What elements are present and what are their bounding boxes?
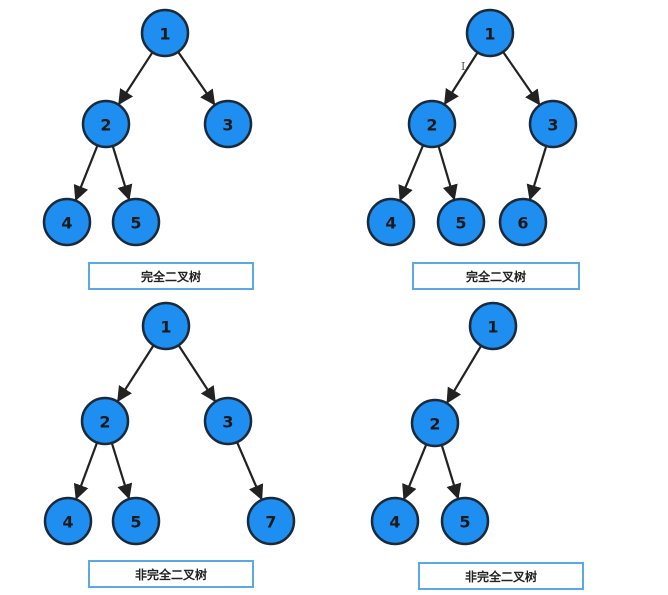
tree-2-node-4: 4 (366, 197, 416, 247)
node-label: 5 (130, 513, 141, 532)
tree-1-node-1: 1 (140, 8, 190, 58)
node-label: 1 (484, 25, 495, 44)
tree-3-edge-n3-n7 (236, 441, 264, 501)
tree-3-edge-n2-n4 (73, 442, 99, 500)
node-label: 2 (429, 415, 440, 434)
tree-1-node-4: 4 (42, 197, 92, 247)
tree-3-caption: 非完全二叉树 (88, 560, 254, 588)
node-circle (140, 8, 190, 58)
text-cursor-icon: I (461, 60, 466, 73)
tree-1-node-5: 5 (111, 197, 161, 247)
tree-2-node-3: 3 (528, 99, 578, 149)
node-circle (528, 99, 578, 149)
tree-4-edge-n1-n2 (446, 345, 483, 404)
node-label: 6 (517, 214, 528, 233)
node-circle (498, 197, 548, 247)
node-circle (42, 197, 92, 247)
tree-2-node-1: 1 (465, 8, 515, 58)
tree-4-caption: 非完全二叉树 (418, 562, 584, 590)
tree-2-edge-n2-n5 (437, 145, 458, 201)
tree-2-edge-n3-n6 (526, 145, 548, 201)
tree-3-edge-n1-n3 (177, 344, 216, 403)
node-circle (465, 8, 515, 58)
tree-3-node-1: 1 (141, 301, 191, 351)
node-label: 2 (100, 116, 111, 135)
node-label: 4 (61, 214, 72, 233)
tree-1-edge-n1-n2 (118, 51, 154, 106)
tree-2-edge-n1-n2 (443, 51, 479, 106)
node-circle (43, 496, 93, 546)
node-label: 5 (455, 214, 466, 233)
tree-2-node-6: 6 (498, 197, 548, 247)
node-circle (203, 396, 253, 446)
tree-4-node-2: 2 (410, 398, 460, 448)
tree-3-edge-n2-n5 (110, 442, 133, 500)
node-label: 1 (159, 25, 170, 44)
tree-4-node-4: 4 (370, 496, 420, 546)
tree-1-edge-n2-n4 (73, 144, 99, 202)
tree-3-node-7: 7 (246, 496, 296, 546)
tree-2-edge-n1-n3 (502, 51, 541, 106)
node-circle (203, 99, 253, 149)
node-label: 3 (222, 116, 233, 135)
tree-1-edge-n1-n3 (177, 51, 216, 106)
node-label: 5 (459, 513, 470, 532)
node-circle (246, 496, 296, 546)
tree-2-edge-n2-n4 (398, 144, 425, 202)
node-label: 3 (547, 116, 558, 135)
node-label: 4 (62, 513, 73, 532)
node-label: 1 (160, 318, 171, 337)
tree-3-node-2: 2 (80, 396, 130, 446)
tree-2-caption: 完全二叉树 (412, 262, 580, 290)
node-label: 5 (130, 214, 141, 233)
tree-3-node-5: 5 (111, 496, 161, 546)
node-label: 4 (385, 214, 396, 233)
node-circle (370, 496, 420, 546)
tree-2-node-2: 2 (407, 99, 457, 149)
tree-4-edge-n2-n4 (402, 443, 428, 501)
node-circle (111, 197, 161, 247)
node-circle (80, 396, 130, 446)
tree-3-node-4: 4 (43, 496, 93, 546)
node-circle (407, 99, 457, 149)
node-circle (111, 496, 161, 546)
tree-1-node-2: 2 (81, 99, 131, 149)
tree-4-node-5: 5 (440, 496, 490, 546)
tree-1-caption: 完全二叉树 (88, 262, 254, 290)
node-label: 2 (99, 413, 110, 432)
node-circle (436, 197, 486, 247)
node-label: 7 (265, 513, 276, 532)
node-label: 4 (389, 513, 400, 532)
tree-4-node-1: 1 (468, 301, 518, 351)
node-circle (440, 496, 490, 546)
tree-4-edge-n2-n5 (440, 444, 462, 500)
node-circle (410, 398, 460, 448)
tree-1-node-3: 3 (203, 99, 253, 149)
node-label: 1 (487, 318, 498, 337)
node-label: 3 (222, 413, 233, 432)
node-circle (366, 197, 416, 247)
tree-2-node-5: 5 (436, 197, 486, 247)
tree-3-edge-n1-n2 (117, 344, 155, 403)
tree-3-node-3: 3 (203, 396, 253, 446)
node-circle (141, 301, 191, 351)
node-label: 2 (426, 116, 437, 135)
node-circle (81, 99, 131, 149)
node-circle (468, 301, 518, 351)
tree-1-edge-n2-n5 (111, 145, 133, 201)
